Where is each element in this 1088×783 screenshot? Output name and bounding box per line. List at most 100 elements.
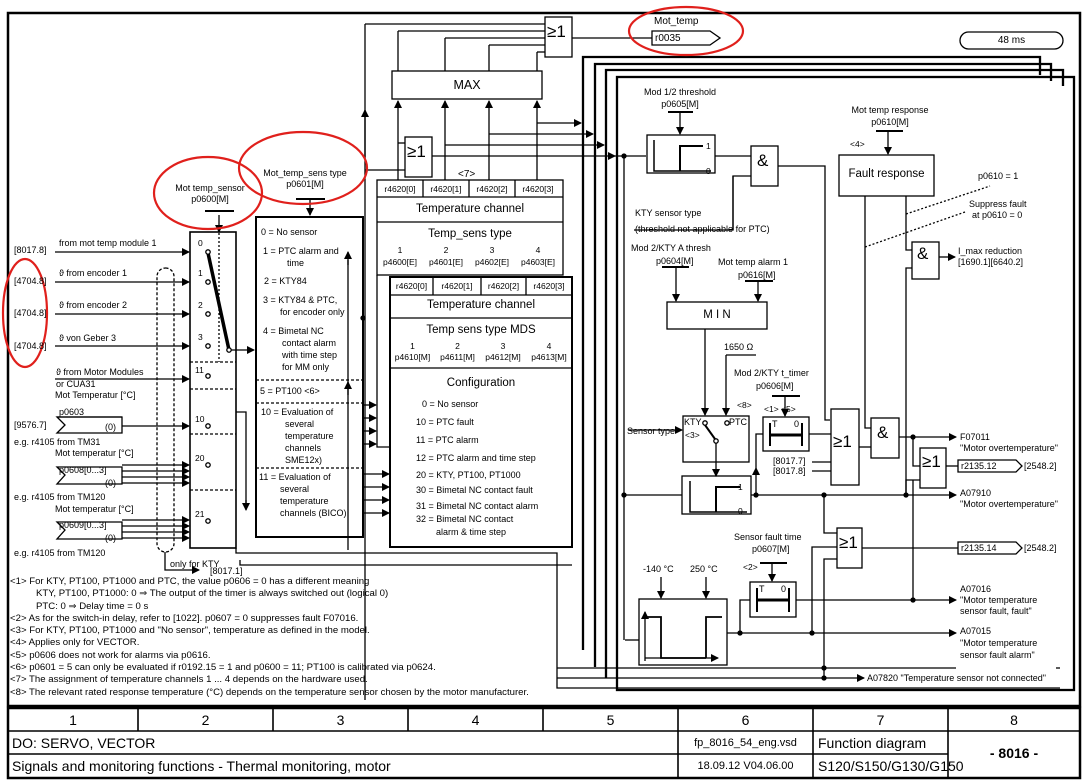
or-gate-mid — [404, 136, 433, 178]
ch1-output-1: r4620[1] — [430, 184, 462, 194]
switch-pos-20: 20 — [195, 453, 205, 463]
threshold2-lo: 0 — [738, 506, 743, 516]
timer1-title: Mod 2/KTY t_timer — [734, 368, 809, 378]
footnote-5: <5> p0606 does not work for alarms via p… — [10, 649, 211, 661]
sensor-type-opt-4b: contact alarm — [282, 338, 337, 348]
r2135-12-param: r2135.12 — [961, 461, 997, 471]
or-gate-2-symbol: ≥1 — [833, 432, 852, 451]
column-8: 8 — [1010, 712, 1018, 728]
sensor-fault-time-title: Sensor fault time — [734, 532, 802, 542]
connector-p0609-label: p0609[0...3] — [59, 520, 107, 530]
connector-p0608-default: (0) — [105, 478, 116, 488]
or-gate-top-symbol: ≥1 — [547, 22, 566, 41]
switch-pos-0: 0 — [198, 238, 203, 248]
sensor-type-opt-11: 11 = Evaluation of — [259, 472, 331, 482]
input-ref-5: [9576.7] — [14, 420, 47, 430]
or-gate-mid-symbol: ≥1 — [407, 142, 426, 161]
ch1-index-1: 1 — [397, 245, 403, 255]
ch1-param-2: p4601[E] — [428, 257, 464, 267]
note-4: <4> — [850, 139, 865, 149]
a07910-text: "Motor overtemperature" — [960, 499, 1058, 509]
r2135-12-connector — [957, 459, 1023, 473]
footnote-7: <7> The assignment of temperature channe… — [10, 674, 368, 686]
input-label-0: from mot temp module 1 — [59, 238, 157, 248]
fault-response-title: Mot temp response — [851, 105, 929, 115]
a07016-text-2: sensor fault, fault" — [960, 606, 1032, 616]
config-opt-10: 10 = PTC fault — [416, 417, 474, 427]
threshold-param: p0605[M] — [661, 99, 699, 109]
kty-group-ellipse — [156, 267, 175, 553]
sensor-type-opt-4: 4 = Bimetal NC — [263, 326, 324, 336]
date-version: 18.09.12 V04.06.00 — [697, 760, 794, 772]
ch1-title: Temperature channel — [415, 203, 525, 215]
footnote-2: <2> As for the switch-in delay, refer to… — [10, 612, 359, 624]
min-block — [666, 301, 768, 330]
a07016-code: A07016 — [960, 584, 992, 594]
ch1-index-2: 2 — [443, 245, 449, 255]
input-label-3: ϑ von Geber 3 — [59, 333, 116, 343]
ch2-param-1: p4610[M] — [394, 352, 431, 362]
connector-p0608 — [55, 466, 123, 485]
input-label-2: ϑ from encoder 2 — [59, 300, 127, 310]
input-label-4b: or CUA31 — [56, 379, 96, 389]
sensor-type-title: Mot_temp_sens type — [263, 168, 347, 178]
sensor-type-opt-11b: several — [280, 484, 310, 494]
highlight-encoder-refs — [1, 257, 49, 369]
threshold-hi: 1 — [706, 141, 711, 151]
alarm1-title: Mot temp alarm 1 — [718, 257, 789, 267]
highlight-annotations — [1, 5, 745, 369]
kty-ref: [8017.1] — [210, 566, 243, 576]
ch2-param-3: p4612[M] — [485, 352, 521, 362]
footnote-1c: PTC: 0 ⇒ Delay time = 0 s — [36, 600, 149, 612]
input-example-5: e.g. r4105 from TM31 — [14, 437, 101, 447]
ptc-resistance: 1650 Ω — [724, 342, 754, 352]
input-label-5: Mot Temperatur [°C] — [55, 390, 136, 400]
kty-sensor-type: KTY sensor type — [635, 208, 702, 218]
kty-threshold-note: (threshold not applicable for PTC) — [635, 224, 770, 234]
ch2-subtitle: Temp sens type MDS — [426, 324, 536, 336]
sensor-type-opt-2: 2 = KTY84 — [264, 276, 307, 286]
column-4: 4 — [471, 712, 480, 728]
r2135-14-connector — [957, 541, 1023, 555]
range-high: 250 °C — [690, 564, 718, 574]
ch2-output-2: r4620[2] — [487, 281, 520, 291]
column-1: 1 — [69, 712, 77, 728]
highlight-mot-temp — [627, 5, 745, 57]
ch2-index-2: 2 — [455, 341, 460, 351]
p0610-eq-1: p0610 = 1 — [978, 171, 1019, 181]
switch-pos-3: 3 — [198, 332, 203, 342]
ch1-subtitle: Temp_sens type — [428, 228, 512, 240]
cycle-time: 48 ms — [997, 35, 1026, 46]
column-2: 2 — [201, 712, 210, 728]
diagram-number: - 8016 - — [989, 745, 1039, 761]
note-7: <7> — [458, 169, 476, 180]
input-label-4: ϑ from Motor Modules — [56, 367, 144, 377]
temp-channel-1 — [376, 179, 564, 276]
suppress-fault-1: Suppress fault — [969, 199, 1027, 209]
sensor-type-label: Sensor type — [627, 426, 676, 436]
ch2-index-1: 1 — [410, 341, 415, 351]
ch1-param-4: p4603[E] — [520, 257, 556, 267]
ch1-param-1: p4600[E] — [382, 257, 418, 267]
timer1-zero: 0 — [794, 419, 800, 429]
f07011-text: "Motor overtemperature" — [960, 443, 1058, 453]
connector-p0603-label: p0603 — [59, 407, 85, 417]
threshold-lo: 0 — [706, 166, 711, 176]
ch1-output-3: r4620[3] — [522, 184, 554, 194]
note-8: <8> — [737, 400, 752, 410]
a07910-code: A07910 — [960, 488, 992, 498]
connector-p0608-label: p0608[0...3] — [59, 465, 107, 475]
config-opt-12: 12 = PTC alarm and time step — [416, 453, 536, 463]
range-check-block — [638, 598, 728, 666]
imax-label: I_max reduction — [958, 246, 1023, 256]
and-gate-imax-symbol: & — [917, 244, 929, 263]
config-opt-11: 11 = PTC alarm — [416, 435, 479, 445]
max-block-label: MAX — [453, 78, 481, 92]
sensor-type-opt-10c: temperature — [285, 431, 334, 441]
highlight-p0600 — [152, 155, 264, 231]
sensor-type-opt-1: 1 = PTC alarm and — [263, 246, 339, 256]
sensor-selector-box — [189, 231, 237, 549]
r2135-14-ref: [2548.2] — [1024, 543, 1057, 553]
note-3: <3> — [685, 430, 700, 440]
connector-p0603-default: (0) — [105, 422, 116, 432]
